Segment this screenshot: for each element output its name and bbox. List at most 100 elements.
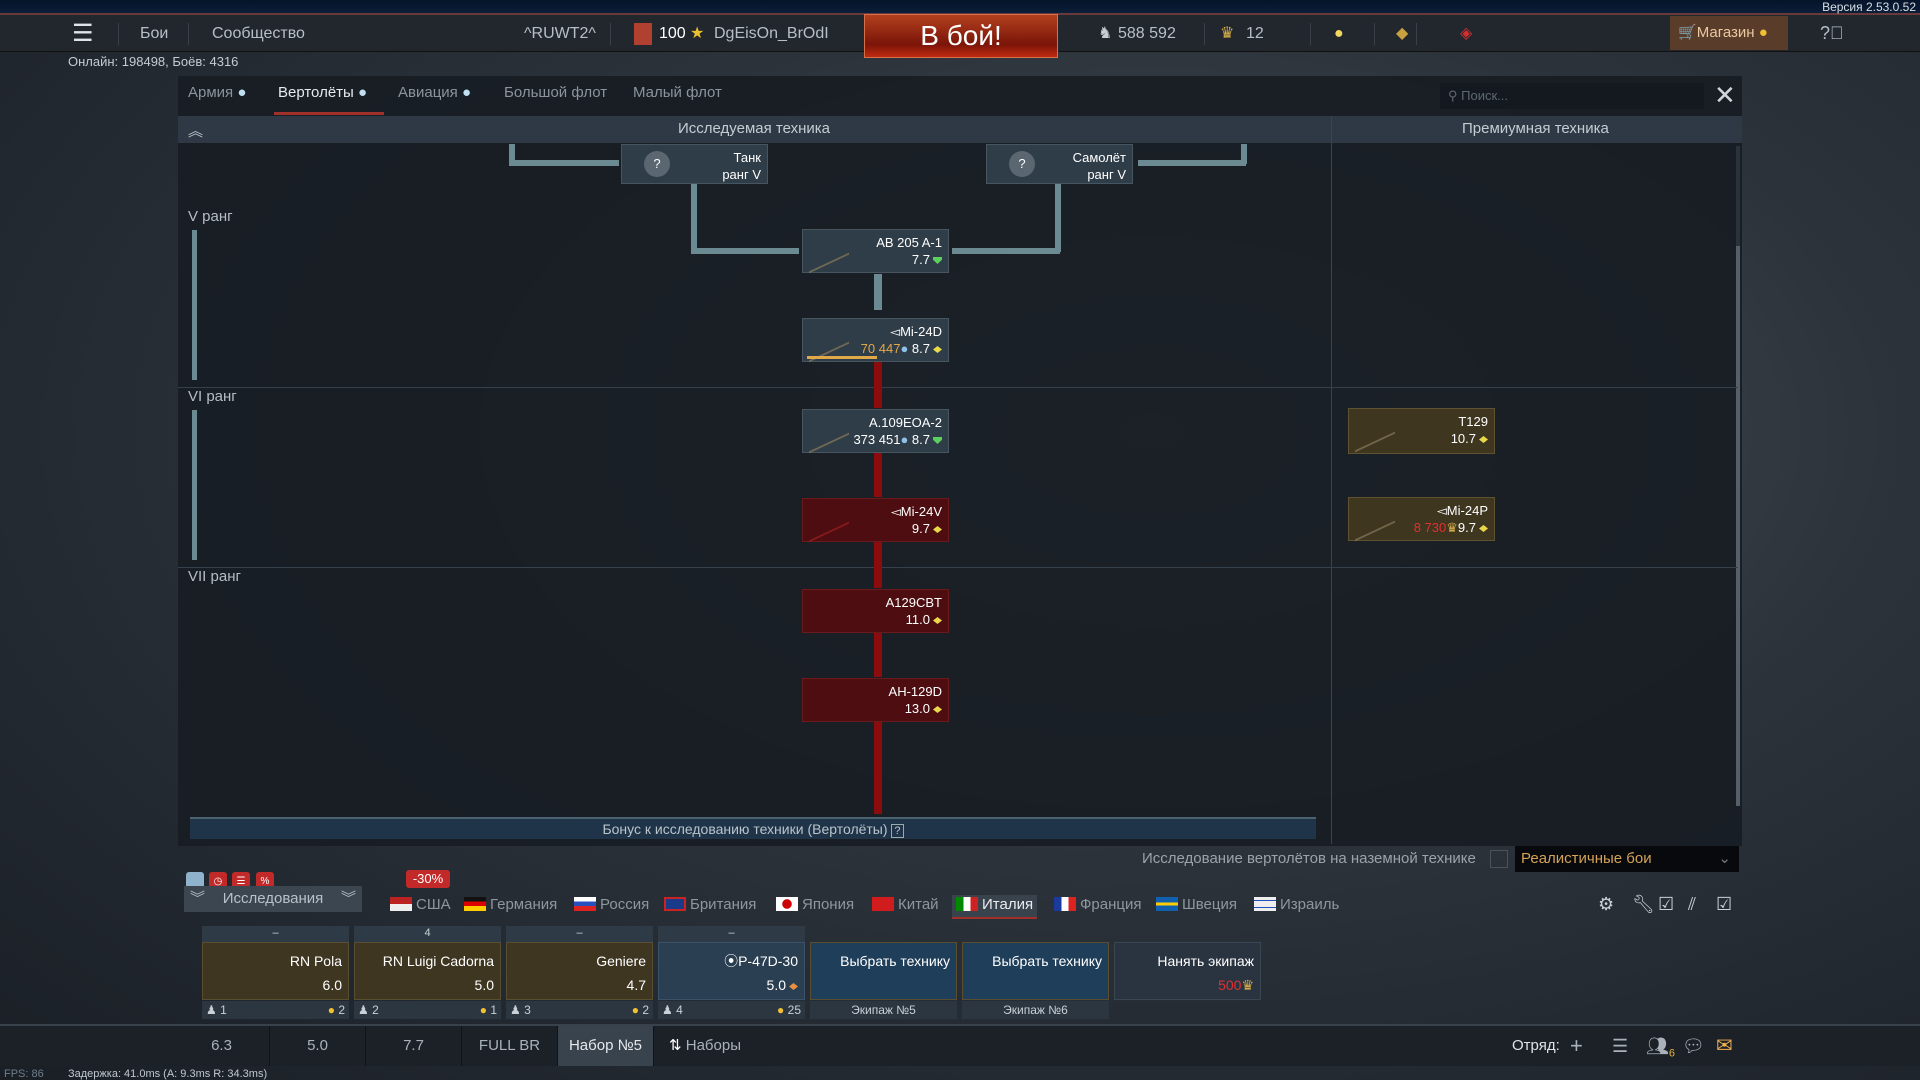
country-france[interactable]: Франция xyxy=(1050,895,1145,919)
shop-button[interactable]: 🛒Магазин ● xyxy=(1670,16,1788,50)
list-icon[interactable]: ☰ xyxy=(1612,1036,1629,1056)
rb-researched-icon xyxy=(933,437,942,444)
player-level: 100 xyxy=(659,25,686,42)
preset-button[interactable]: FULL BR xyxy=(462,1026,558,1066)
country-sweden[interactable]: Швеция xyxy=(1152,895,1241,919)
preset-button-active[interactable]: Набор №5 xyxy=(558,1026,654,1066)
ammo-icon[interactable]: ⫽ xyxy=(1688,894,1697,914)
rb-icon xyxy=(933,346,942,353)
country-usa[interactable]: США xyxy=(386,895,455,919)
country-britain[interactable]: Британия xyxy=(660,895,760,919)
to-battle-button[interactable]: В бой! xyxy=(864,14,1058,58)
preset-button[interactable]: 7.7 xyxy=(366,1026,462,1066)
country-germany[interactable]: Германия xyxy=(460,895,561,919)
silver-lions-icon: ♞ xyxy=(1098,25,1113,42)
avatar[interactable] xyxy=(634,23,652,45)
tab-helicopters[interactable]: Вертолёты ● xyxy=(278,84,368,101)
rb-icon xyxy=(933,526,942,533)
research-progress-bar xyxy=(807,356,877,359)
menu-icon[interactable]: ☰ xyxy=(72,20,94,47)
country-china[interactable]: Китай xyxy=(868,895,943,919)
auto-repair-checkbox[interactable]: ☑ xyxy=(1658,894,1675,914)
rb-icon xyxy=(933,706,942,713)
shop-label: Магазин xyxy=(1696,24,1755,41)
auto-ammo-checkbox[interactable]: ☑ xyxy=(1716,894,1733,914)
add-squad-icon[interactable]: + xyxy=(1570,1033,1583,1058)
squadron-tag[interactable]: ^RUWT2^ xyxy=(524,25,596,42)
country-japan[interactable]: Япония xyxy=(772,895,858,919)
bottom-bar: 6.3 5.0 7.7 FULL BR Набор №5 ⇅ Наборы От… xyxy=(0,1024,1920,1066)
collapse-icon[interactable]: ︽ xyxy=(188,123,204,140)
alert-icon: ● xyxy=(1758,24,1768,41)
settings-icon[interactable]: ⚙ xyxy=(1598,894,1615,914)
silver-lions-balance: 588 592 xyxy=(1118,25,1176,42)
battle-pass-icon[interactable]: ◈ xyxy=(1460,25,1473,42)
top-strip xyxy=(0,0,1920,15)
friends-icon[interactable]: 👥︎6 xyxy=(1646,1036,1675,1060)
rank-label[interactable]: VI ранг xyxy=(188,388,237,405)
ground-research-checkbox[interactable] xyxy=(1490,850,1508,868)
squad-label: Отряд: xyxy=(1512,1037,1560,1054)
rb-icon xyxy=(933,617,942,624)
tab-bluewater-fleet[interactable]: Большой флот xyxy=(504,84,608,101)
discount-badge: -30% xyxy=(406,870,450,888)
research-dropdown[interactable]: ︾Исследования︾ xyxy=(184,886,362,912)
warbond-icon[interactable]: ◆ xyxy=(1396,25,1409,42)
search-input[interactable]: ⚲ Поиск... xyxy=(1440,83,1704,109)
help-icon: ? xyxy=(891,824,904,838)
version-label: Версия 2.53.0.52 xyxy=(1822,0,1916,14)
preset-button[interactable]: 6.3 xyxy=(174,1026,270,1066)
rank-label[interactable]: VII ранг xyxy=(188,568,241,585)
rank-star-icon: ★ xyxy=(690,25,705,42)
chat-icon[interactable]: 💬︎ xyxy=(1682,1036,1705,1056)
battles-menu[interactable]: Бои xyxy=(140,25,169,42)
scrollbar[interactable] xyxy=(1736,146,1740,806)
preset-button[interactable]: 5.0 xyxy=(270,1026,366,1066)
research-bonus-bar[interactable]: Бонус к исследованию техники (Вертолёты)… xyxy=(190,817,1316,839)
rb-researched-icon xyxy=(933,257,942,264)
chevron-icon: ︾ xyxy=(190,890,206,907)
presets-button[interactable]: ⇅ Наборы xyxy=(669,1037,741,1054)
mail-icon[interactable]: ✉ xyxy=(1716,1035,1733,1057)
question-icon: ? xyxy=(1009,151,1035,177)
help-icon[interactable]: ?⃞ xyxy=(1820,23,1844,43)
close-icon[interactable]: ✕ xyxy=(1714,80,1736,110)
research-bulb-icon[interactable]: ● xyxy=(1334,25,1344,42)
game-mode-select[interactable]: Реалистичные бои⌄ xyxy=(1515,846,1739,872)
active-tab-indicator xyxy=(274,112,384,115)
golden-eagle-icon: ♛ xyxy=(1446,520,1458,535)
ground-research-label: Исследование вертолётов на наземной техн… xyxy=(1142,850,1476,867)
tab-army[interactable]: Армия ● xyxy=(188,84,247,101)
bulb-icon: ● xyxy=(237,84,247,101)
researched-header: Исследуемая техника xyxy=(678,120,831,137)
rp-icon: ● xyxy=(900,341,909,356)
country-israel[interactable]: Израиль xyxy=(1250,895,1343,919)
repair-icon[interactable]: 🔧︎ xyxy=(1632,894,1655,914)
tab-coastal-fleet[interactable]: Малый флот xyxy=(633,84,722,101)
tab-aviation[interactable]: Авиация ● xyxy=(398,84,472,101)
search-icon: ⚲ xyxy=(1448,88,1462,103)
country-russia[interactable]: Россия xyxy=(570,895,653,919)
player-nickname[interactable]: DgEisOn_BrOdI xyxy=(714,25,829,42)
community-menu[interactable]: Сообщество xyxy=(212,25,305,42)
rank-label[interactable]: V ранг xyxy=(188,208,233,225)
country-italy[interactable]: Италия xyxy=(952,895,1038,919)
golden-eagles-balance[interactable]: 12 xyxy=(1246,25,1264,42)
